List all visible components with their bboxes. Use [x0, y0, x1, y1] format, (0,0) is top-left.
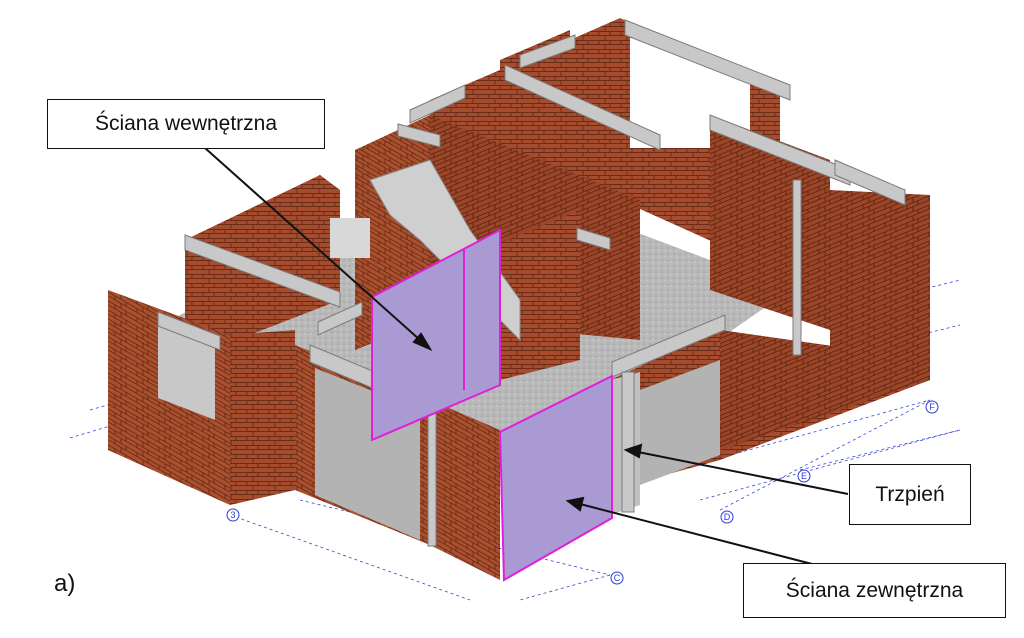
- svg-text:D: D: [724, 512, 731, 522]
- svg-text:C: C: [614, 573, 621, 583]
- inner-wall-highlight: [371, 228, 501, 442]
- inner-wall-label: Ściana wewnętrzna: [47, 99, 325, 149]
- left-window-opening: [158, 318, 215, 420]
- grid-marker-3: 3: [226, 508, 240, 522]
- grid-marker-e: E: [797, 469, 811, 483]
- callout-arrows: [204, 147, 849, 565]
- pillar-label: Trzpień: [849, 464, 971, 525]
- svg-text:F: F: [929, 402, 935, 412]
- grid-marker-d: D: [720, 510, 734, 524]
- left-wing-right-face: [230, 330, 295, 505]
- left-wing-window: [330, 218, 370, 258]
- front-right-door: [640, 360, 720, 485]
- grid-marker-f: F: [925, 400, 939, 414]
- outer-wall-highlight: [498, 374, 613, 582]
- panel-label: a): [54, 570, 76, 597]
- svg-text:3: 3: [230, 510, 235, 520]
- svg-text:E: E: [801, 471, 807, 481]
- right-outer-wall: [830, 190, 930, 390]
- lintels: [157, 19, 906, 547]
- grid-marker-c: C: [610, 571, 624, 585]
- front-right-low: [720, 330, 930, 450]
- outer-wall-label: Ściana zewnętrzna: [743, 563, 1006, 618]
- front-right-block: [430, 400, 500, 580]
